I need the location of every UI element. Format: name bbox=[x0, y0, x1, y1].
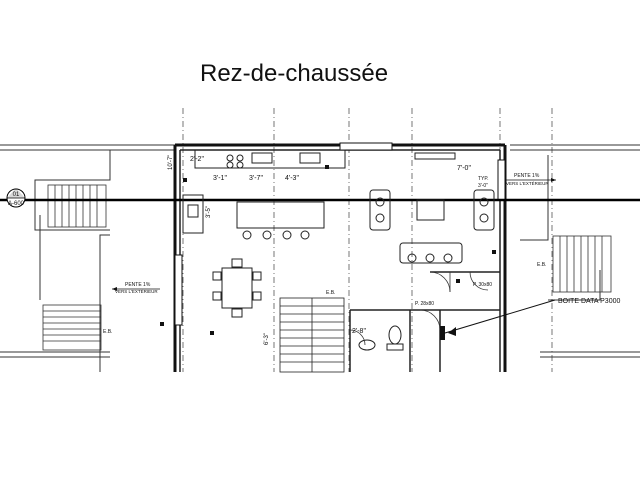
note-eb-right: E.B. bbox=[537, 262, 546, 268]
kitchen-counter bbox=[194, 149, 346, 169]
dim-lower-vertical: 6'-3" bbox=[264, 333, 270, 345]
note-eb-left: E.B. bbox=[103, 329, 112, 335]
exterior-stair-right bbox=[552, 235, 612, 293]
dim-typ: TYP. bbox=[478, 176, 488, 182]
living-furniture bbox=[369, 152, 495, 264]
dim-kitchen-a: 3'-1" bbox=[213, 175, 227, 182]
kitchen-island bbox=[236, 201, 325, 240]
dim-powder: 2'-8" bbox=[352, 328, 366, 335]
context-lines bbox=[0, 144, 640, 372]
svg-text:PENTE 1%: PENTE 1% bbox=[514, 173, 540, 179]
data-box bbox=[440, 299, 556, 340]
plan-title: Rez-de-chaussée bbox=[200, 60, 389, 87]
slope-right: PENTE 1% VERS L'EXTÉRIEUR bbox=[506, 173, 556, 186]
windows bbox=[174, 142, 506, 326]
slope-left: PENTE 1% VERS L'EXTÉRIEUR bbox=[112, 282, 160, 294]
dim-kitchen-b: 3'-7" bbox=[249, 175, 263, 182]
section-sheet: A-600 bbox=[8, 201, 25, 207]
section-marker bbox=[6, 188, 26, 208]
interior-walls bbox=[179, 149, 501, 372]
dim-island-side: 3'-5" bbox=[206, 206, 212, 218]
interior-stair bbox=[279, 297, 345, 373]
dimension-labels: 2'-2" 10'-7" 3'-1" 3'-7" 4'-3" 3'-5" 7'-… bbox=[168, 155, 488, 345]
plan-markers bbox=[160, 165, 496, 335]
dim-left-vertical: 10'-7" bbox=[168, 155, 174, 170]
dim-living: 7'-0" bbox=[457, 165, 471, 172]
section-number: 01 bbox=[13, 192, 20, 198]
dim-kitchen-top: 2'-2" bbox=[190, 156, 204, 163]
callout-data-box: BOITE DATA P3000 bbox=[558, 298, 620, 305]
plan-notes: P. 28x80 P. 30x80 E.B. E.B. E.B. bbox=[103, 262, 546, 335]
exterior-stair-top-left bbox=[47, 184, 107, 228]
dining-table bbox=[212, 258, 262, 318]
dim-typ-value: 3'-0" bbox=[478, 183, 488, 189]
note-door-a: P. 28x80 bbox=[415, 301, 434, 307]
dim-kitchen-c: 4'-3" bbox=[285, 175, 299, 182]
powder-room bbox=[358, 325, 404, 351]
note-door-b: P. 30x80 bbox=[473, 282, 492, 288]
note-eb-center: E.B. bbox=[326, 290, 335, 296]
exterior-stair-bottom-left bbox=[42, 304, 102, 351]
door-swings bbox=[349, 271, 489, 346]
svg-text:PENTE 1%: PENTE 1% bbox=[125, 282, 151, 288]
left-cabinets bbox=[182, 194, 204, 234]
svg-text:VERS L'EXTÉRIEUR: VERS L'EXTÉRIEUR bbox=[115, 288, 158, 294]
svg-text:VERS L'EXTÉRIEUR: VERS L'EXTÉRIEUR bbox=[506, 180, 549, 186]
